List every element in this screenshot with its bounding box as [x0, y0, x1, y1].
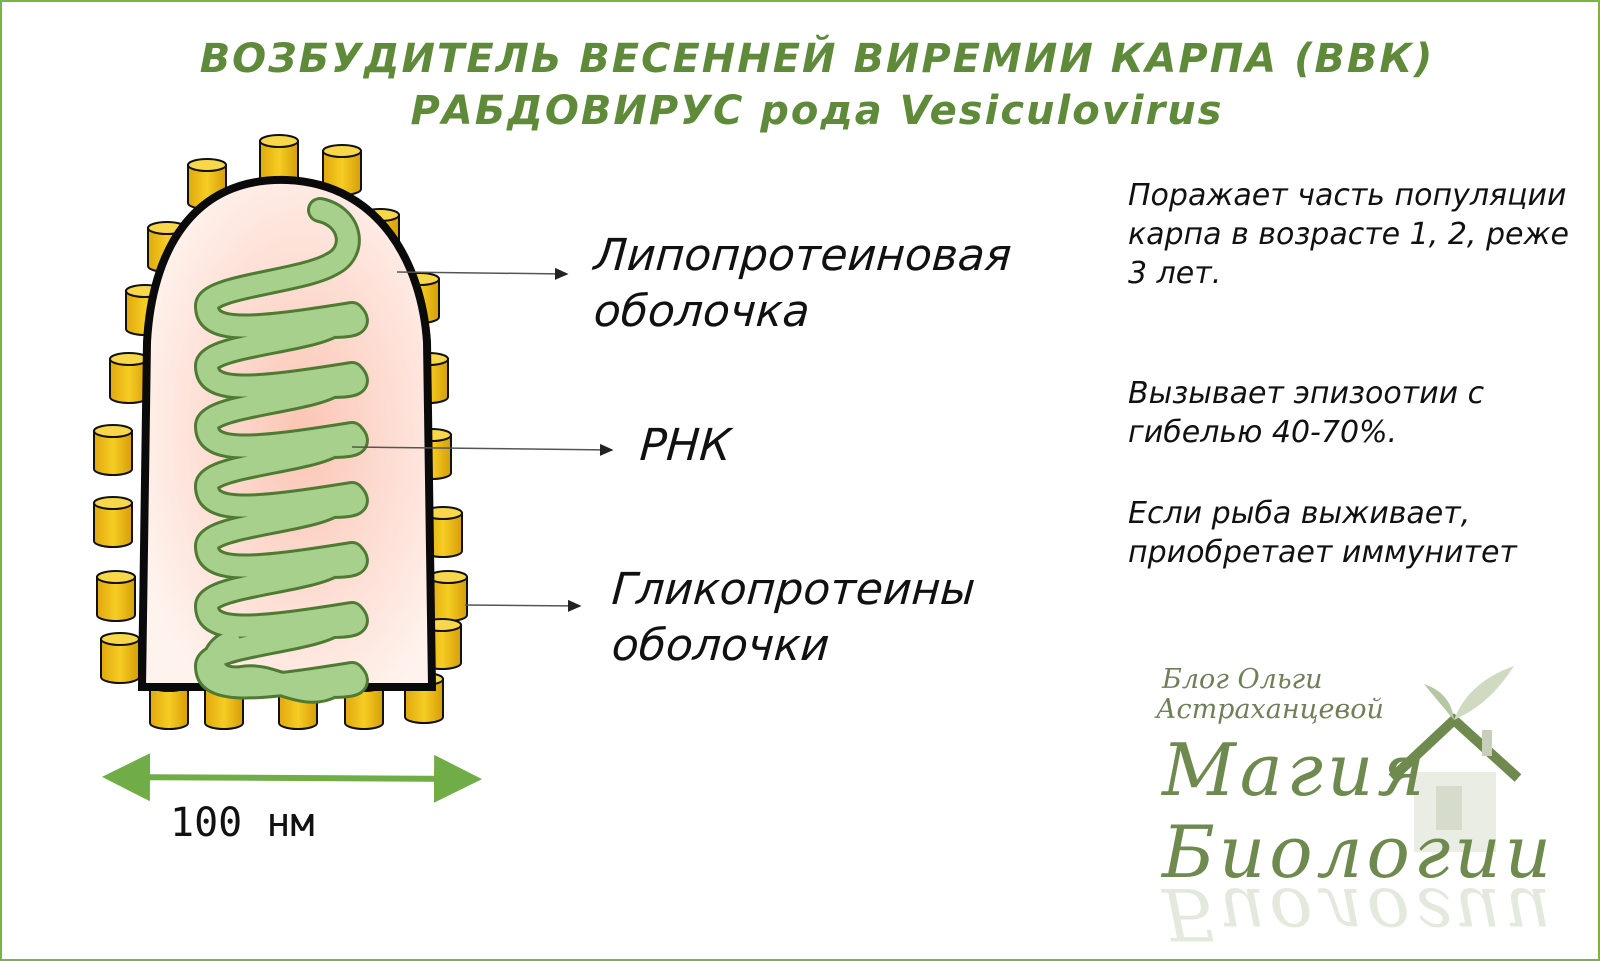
info-immunity: Если рыба выживает, приобретает иммуните… [1128, 496, 1517, 570]
logo-title-1: Магия [1162, 728, 1430, 812]
info-mortality: Вызывает эпизоотии с гибелью 40-70%. [1128, 376, 1485, 450]
rna-label: РНК [638, 420, 733, 471]
rna-helix-strand [197, 200, 366, 701]
glyco-label-line-1: Гликопротеины [610, 564, 977, 615]
title-virus-type: РАБДОВИРУС [410, 88, 761, 134]
glycoprotein-stud [96, 570, 136, 622]
logo-reflection: Биологии [1162, 872, 1555, 956]
title-line-2: РАБДОВИРУС рода Vesiculovirus [17, 88, 1598, 134]
glycoprotein-stud [93, 424, 133, 476]
envelope-pointer [396, 267, 569, 280]
logo-line-1: Блог Ольги [1162, 664, 1323, 695]
glycoprotein-stud [100, 632, 140, 684]
rna-helix [194, 197, 369, 704]
glyco-pointer [464, 599, 582, 612]
glycoprotein-stud [93, 496, 133, 548]
rna-pointer [351, 443, 614, 456]
logo-title-2: Биологии [1162, 810, 1555, 894]
info-age: Поражает часть популяции карпа в возраст… [1128, 178, 1569, 291]
glycoprotein-stud [109, 352, 149, 404]
logo: Блог Ольги Астраханцевой Магия Биологии … [1156, 650, 1592, 956]
double-arrow-icon [102, 753, 482, 803]
envelope-label-line-2: оболочка [592, 286, 812, 337]
house-with-sprout-icon [1388, 666, 1522, 852]
title-line-1: ВОЗБУДИТЕЛЬ ВЕСЕННЕЙ ВИРЕМИИ КАРПА (ВВК) [199, 36, 1435, 82]
scale-label: 100 нм [170, 800, 315, 846]
logo-line-2: Астраханцевой [1156, 694, 1384, 725]
glyco-label-line-2: оболочки [610, 620, 832, 671]
envelope-label-line-1: Липопротеиновая [592, 230, 1014, 281]
title-genus: рода Vesiculovirus [760, 88, 1224, 134]
